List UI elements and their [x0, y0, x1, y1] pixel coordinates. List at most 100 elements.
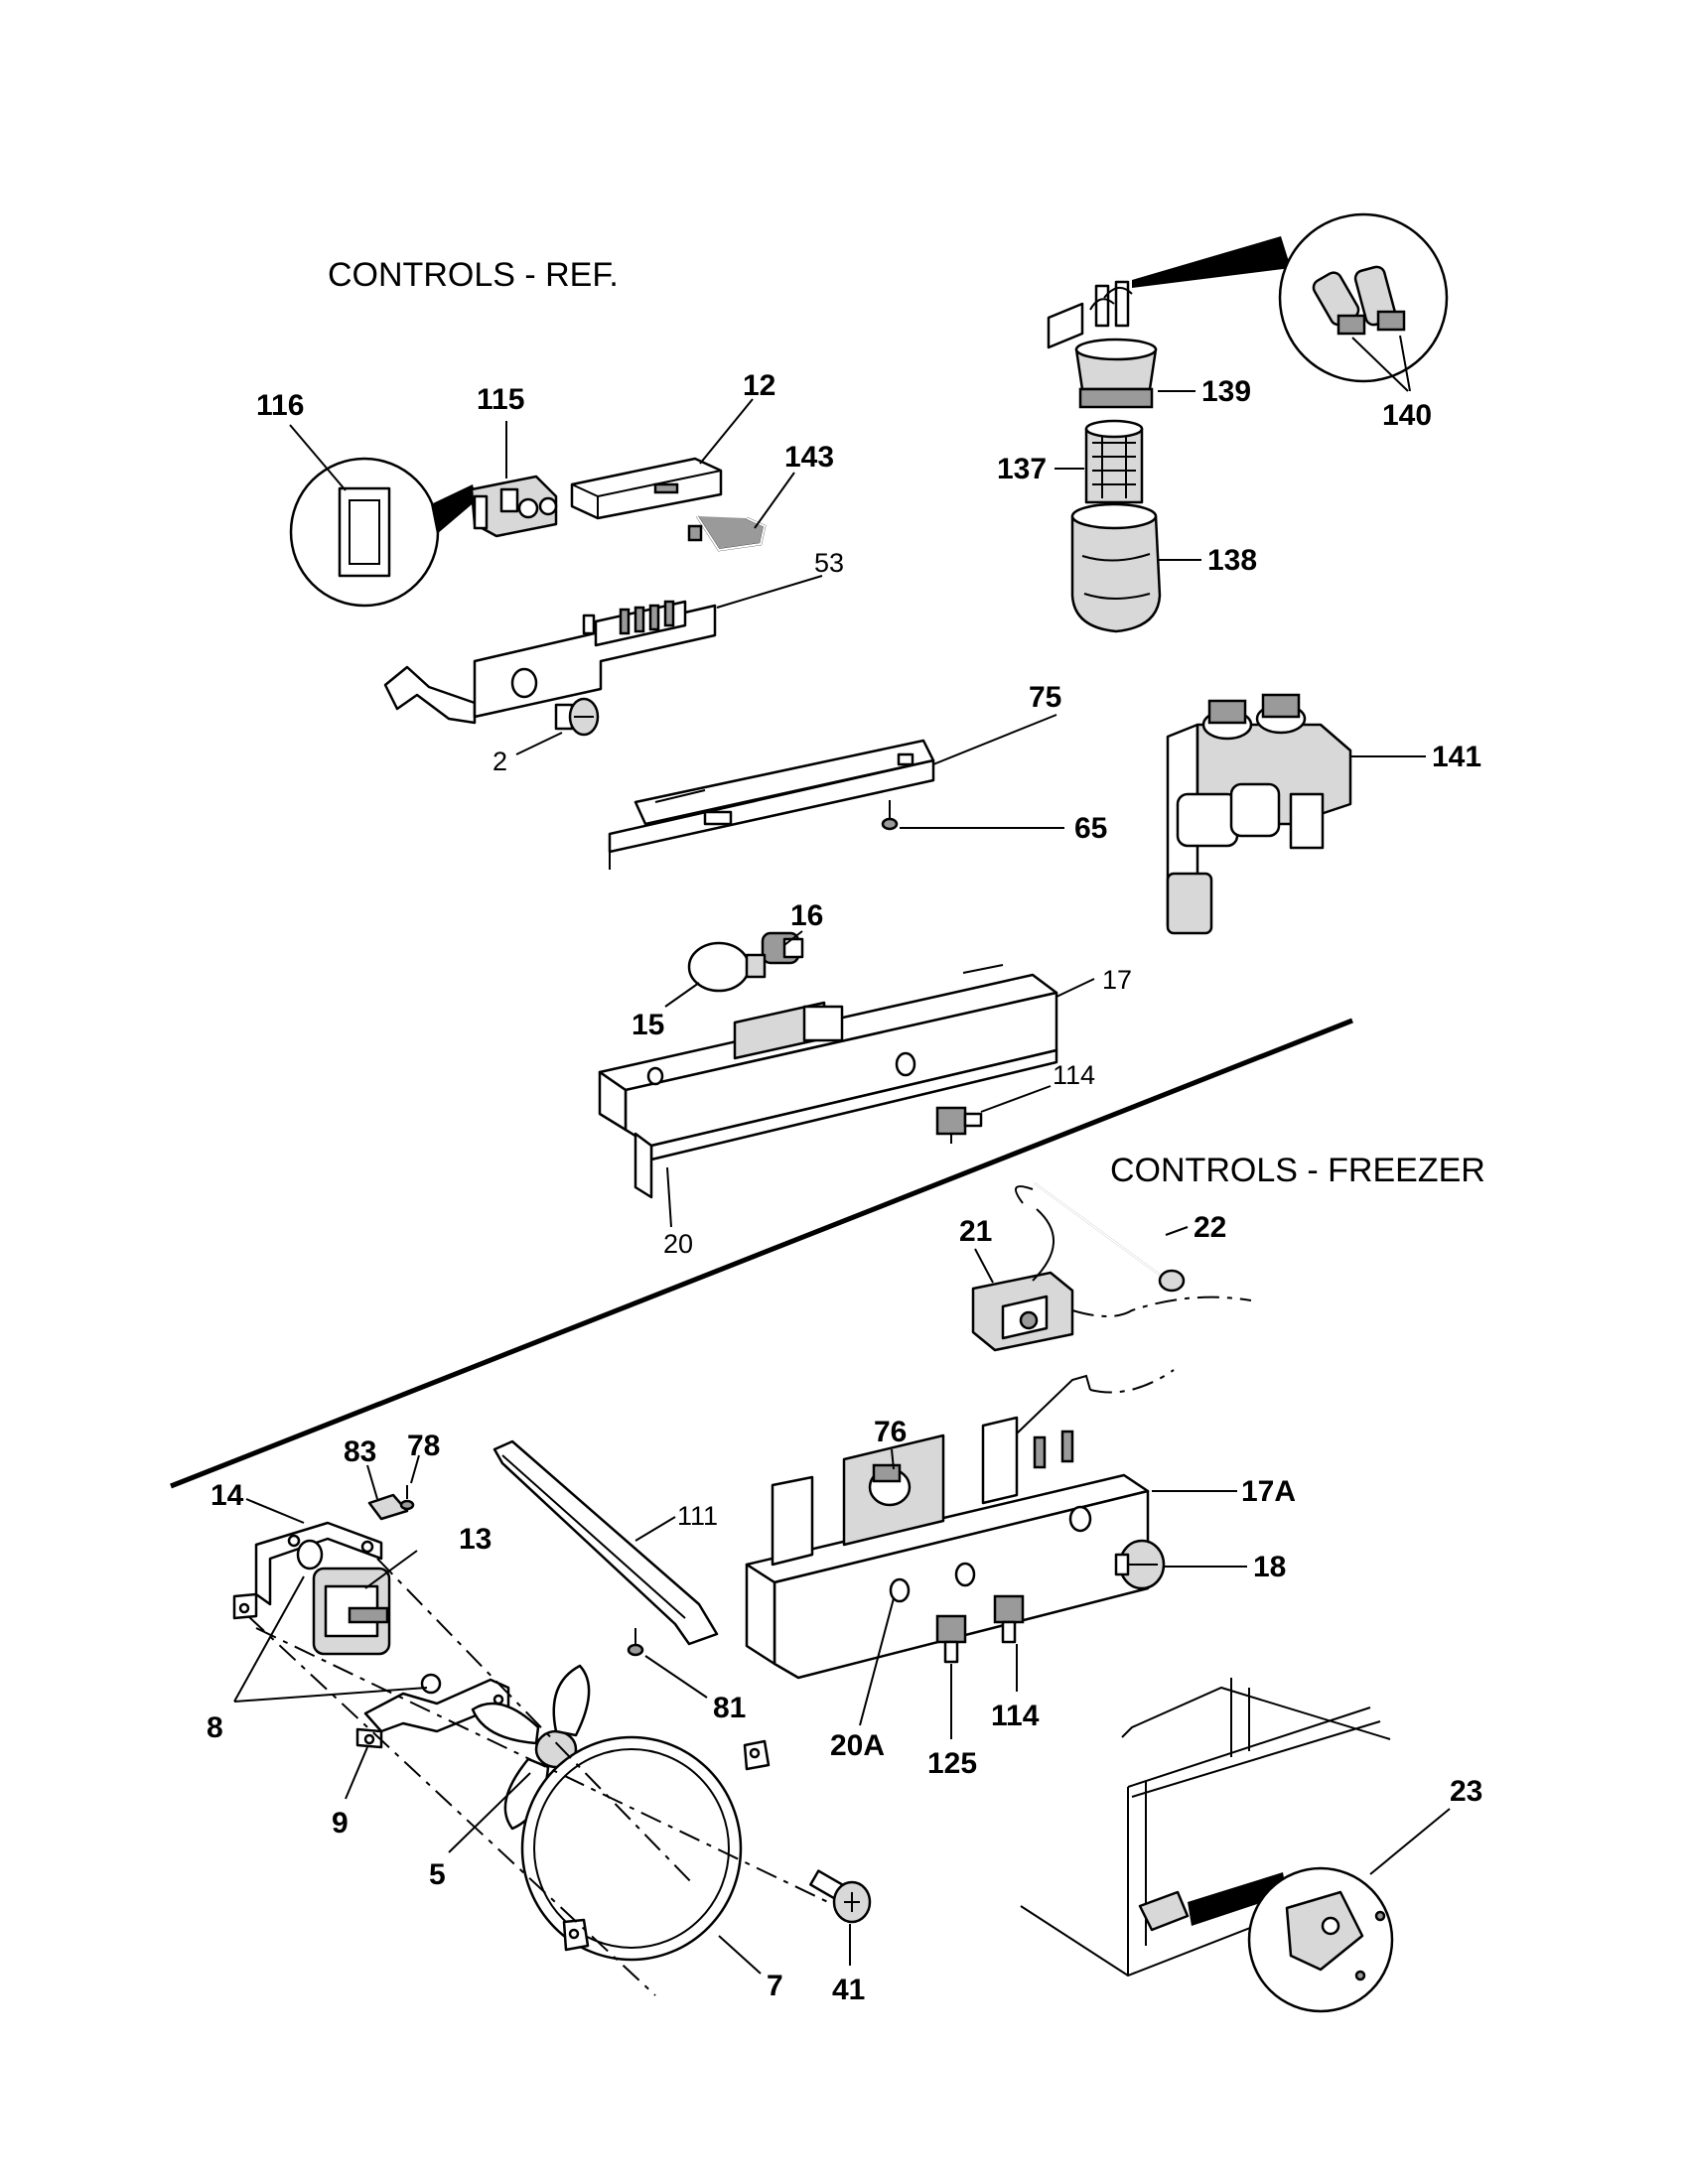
part-53-control-housing	[383, 600, 717, 725]
label-8: 8	[207, 1711, 223, 1744]
leader-16	[783, 930, 803, 946]
label-141: 141	[1432, 741, 1481, 773]
leader-78	[410, 1454, 420, 1484]
label-125: 125	[927, 1747, 977, 1780]
label-18: 18	[1253, 1551, 1286, 1583]
label-2: 2	[492, 747, 507, 776]
leader-15	[664, 982, 700, 1008]
label-5: 5	[429, 1858, 446, 1891]
leader-7	[718, 1935, 762, 1975]
part-141-water-valve	[1166, 693, 1352, 935]
part-16-lamp-socket	[761, 931, 804, 965]
part-125-switch	[935, 1614, 967, 1664]
label-22: 22	[1194, 1211, 1226, 1244]
label-76: 76	[874, 1416, 907, 1448]
leader-140b	[1399, 335, 1411, 392]
part-17-light-housing	[598, 964, 1058, 1199]
part-15-light-bulb	[687, 941, 767, 993]
label-81: 81	[713, 1692, 746, 1724]
leader-76	[891, 1448, 895, 1470]
part-23-cabinet-switch	[1020, 1678, 1394, 2013]
leader-5	[448, 1772, 531, 1853]
label-111: 111	[677, 1501, 718, 1531]
label-21: 21	[959, 1215, 992, 1248]
label-20: 20	[663, 1229, 693, 1259]
label-116: 116	[256, 389, 304, 422]
part-114-switch-freezer	[993, 1594, 1025, 1644]
part-81-screw	[627, 1628, 644, 1657]
motor-axis-line	[376, 1558, 696, 1887]
section-title-ref: CONTROLS - REF.	[328, 256, 619, 294]
part-83-clip	[367, 1493, 409, 1521]
part-138-filter-housing	[1070, 502, 1162, 633]
label-65: 65	[1074, 812, 1107, 845]
label-20a: 20A	[830, 1729, 885, 1762]
label-14: 14	[211, 1479, 244, 1512]
part-17a-freezer-housing	[745, 1369, 1175, 1680]
part-65-screw	[881, 800, 899, 831]
part-18-freezer-knob	[1114, 1539, 1166, 1590]
label-78: 78	[407, 1430, 440, 1462]
label-17: 17	[1102, 965, 1132, 995]
leader-9	[345, 1746, 368, 1800]
part-139-filter-head	[1047, 280, 1158, 409]
label-83: 83	[344, 1435, 376, 1468]
part-111-bracket-arm	[492, 1439, 719, 1646]
label-53: 53	[814, 548, 844, 578]
fan-axis-line	[255, 1627, 833, 1905]
part-13-fan-motor	[296, 1539, 391, 1656]
part-116-gasket-detail	[289, 457, 477, 608]
label-75: 75	[1029, 681, 1061, 714]
leader-20a	[859, 1597, 895, 1726]
part-143-harness-clip	[687, 515, 767, 552]
leader-22	[1165, 1226, 1189, 1236]
label-138: 138	[1207, 544, 1257, 577]
part-22-sensor-tube	[1014, 1182, 1186, 1293]
leader-140a	[1351, 337, 1409, 392]
leader-81	[644, 1655, 708, 1699]
leader-8a	[233, 1575, 305, 1703]
leader-143	[754, 472, 795, 529]
leader-53	[716, 575, 823, 609]
label-140: 140	[1382, 399, 1432, 432]
leader-8b	[233, 1687, 428, 1703]
part-21-thermostat	[971, 1208, 1252, 1352]
label-114-ref: 114	[1053, 1060, 1095, 1090]
leader-12	[699, 398, 754, 465]
label-139: 139	[1201, 375, 1251, 408]
part-140-fittings-detail	[1132, 212, 1449, 383]
part-115-switch-bracket	[470, 475, 558, 538]
part-76-freezer-socket	[868, 1463, 912, 1507]
label-17a: 17A	[1241, 1475, 1296, 1508]
leader-2	[515, 732, 563, 755]
part-41-screw	[809, 1869, 872, 1924]
label-15: 15	[632, 1009, 664, 1041]
leader-111	[634, 1516, 676, 1542]
part-137-filter-cartridge	[1084, 419, 1144, 504]
label-7: 7	[767, 1970, 783, 2002]
part-7-fan-shroud	[520, 1735, 771, 1962]
mount-axis-line	[247, 1615, 656, 1996]
leader-17	[1055, 978, 1095, 998]
part-78-screw	[399, 1485, 415, 1511]
section-title-freezer: CONTROLS - FREEZER	[1110, 1152, 1485, 1189]
leader-83	[366, 1464, 378, 1500]
section-divider	[170, 1018, 1353, 1489]
leader-14	[245, 1498, 305, 1524]
leader-13	[364, 1550, 418, 1589]
label-12: 12	[743, 369, 775, 402]
leader-21	[974, 1248, 994, 1284]
label-23: 23	[1450, 1775, 1482, 1808]
leader-75	[932, 714, 1057, 765]
leader-20	[666, 1166, 672, 1228]
part-75-mounting-plate	[608, 739, 935, 870]
leader-114-ref	[980, 1085, 1052, 1113]
label-137: 137	[997, 453, 1047, 485]
label-13: 13	[459, 1523, 492, 1556]
part-2-knob	[554, 697, 600, 737]
part-114-switch-ref	[935, 1106, 983, 1144]
label-115: 115	[477, 383, 524, 416]
label-9: 9	[332, 1807, 349, 1840]
part-14-top-bracket	[232, 1521, 383, 1620]
